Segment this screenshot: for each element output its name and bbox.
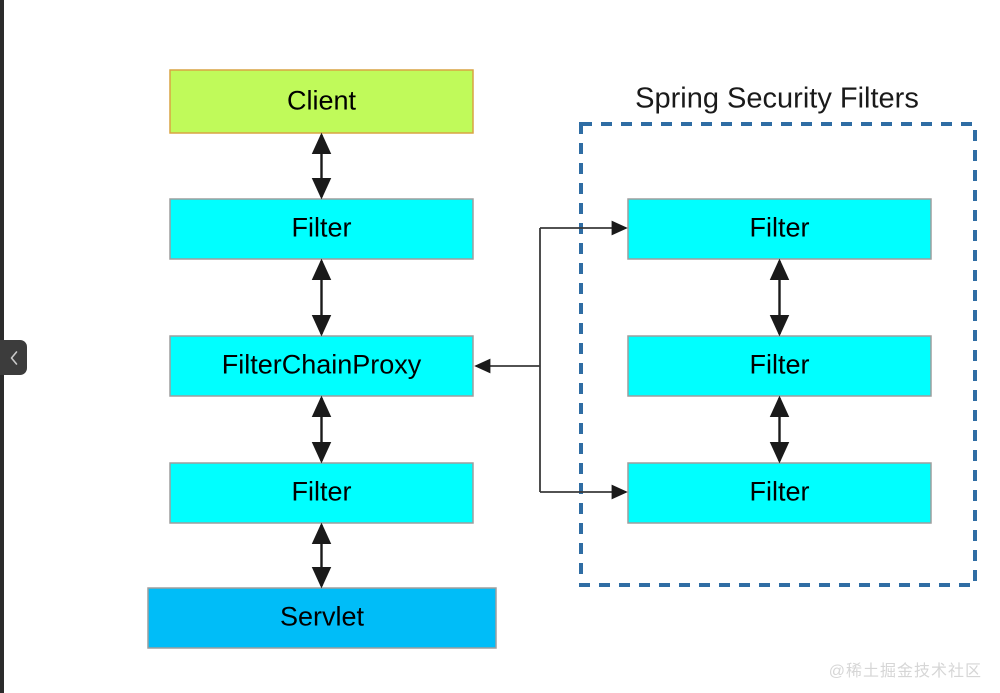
node-sec-filter-3[interactable]: Filter bbox=[627, 462, 932, 524]
sec-filter-3-label: Filter bbox=[750, 477, 810, 507]
sec-filter-1-box[interactable] bbox=[627, 198, 932, 260]
client-label: Client bbox=[287, 86, 357, 116]
filter-top-label: Filter bbox=[292, 213, 352, 243]
chevron-left-icon[interactable] bbox=[0, 340, 27, 375]
sec-filter-1-label: Filter bbox=[750, 213, 810, 243]
node-filter-chain-proxy[interactable]: FilterChainProxy bbox=[169, 335, 474, 397]
node-servlet[interactable]: Servlet bbox=[147, 587, 497, 649]
node-sec-filter-1[interactable]: Filter bbox=[627, 198, 932, 260]
group-title: Spring Security Filters bbox=[635, 83, 919, 115]
site-watermark: @稀土掘金技术社区 bbox=[828, 663, 982, 680]
group-dashed-border bbox=[579, 122, 977, 587]
proxy-to-security-connector bbox=[474, 220, 628, 500]
node-filter-top[interactable]: Filter bbox=[169, 198, 474, 260]
node-client[interactable]: Client bbox=[169, 69, 474, 134]
spring-security-filters-group: Spring Security Filters bbox=[579, 83, 977, 587]
filter-chain-proxy-label: FilterChainProxy bbox=[222, 350, 422, 380]
node-sec-filter-2[interactable]: Filter bbox=[627, 335, 932, 397]
client-box[interactable] bbox=[169, 69, 474, 134]
sec-filter-2-box[interactable] bbox=[627, 335, 932, 397]
node-filter-bottom[interactable]: Filter bbox=[169, 462, 474, 524]
filter-bottom-label: Filter bbox=[292, 477, 352, 507]
servlet-label: Servlet bbox=[280, 602, 365, 632]
sec-filter-2-label: Filter bbox=[750, 350, 810, 380]
filter-top-box[interactable] bbox=[169, 198, 474, 260]
